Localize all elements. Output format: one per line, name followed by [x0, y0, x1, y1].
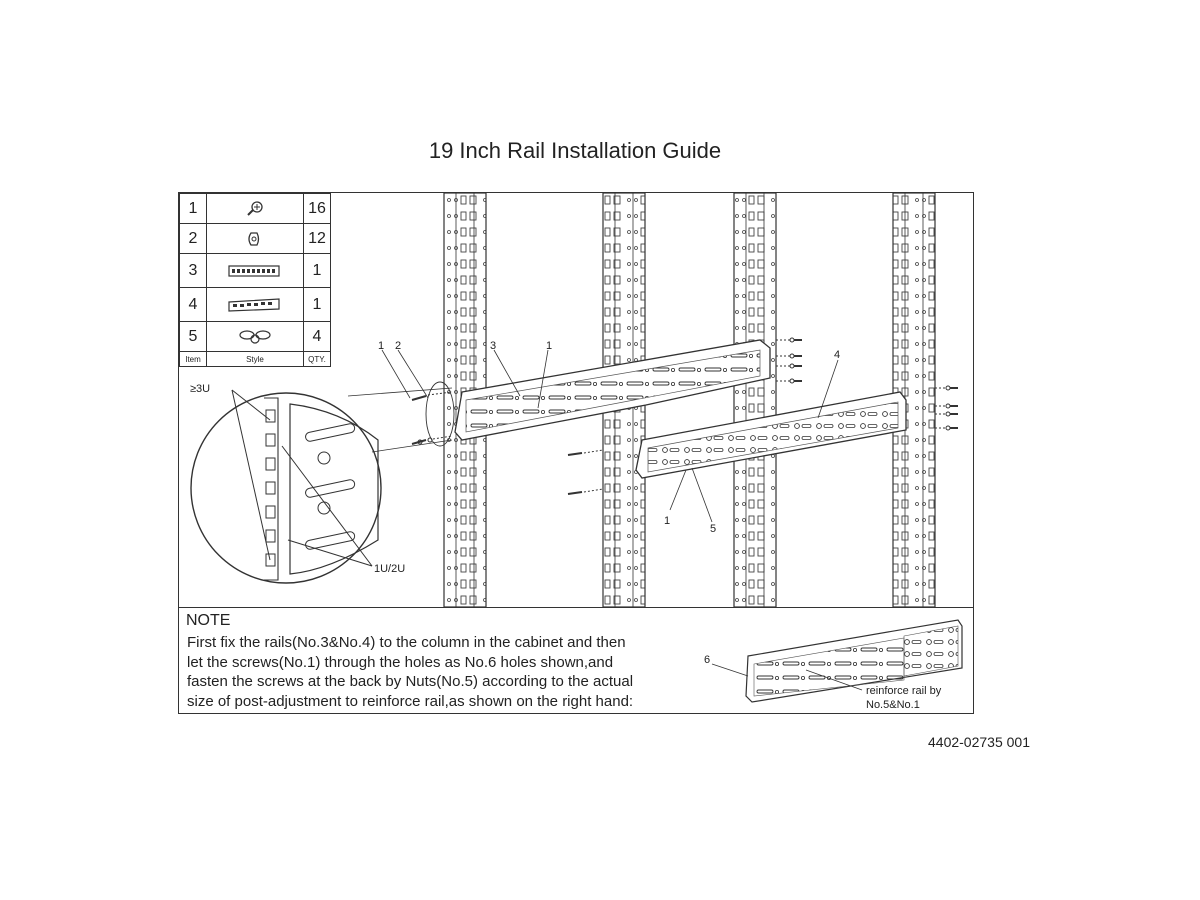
table-header: Item Style QTY.: [179, 351, 331, 367]
page-title: 19 Inch Rail Installation Guide: [428, 138, 722, 163]
callout-wing-nut: 5: [710, 523, 716, 535]
note-body: First fix the rails(No.3&No.4) to the co…: [187, 634, 634, 710]
parts-table: 1 16 2 12 3: [179, 193, 331, 367]
callout-nut: 2: [395, 340, 401, 352]
wing-nut-icon: [239, 329, 271, 344]
table-row: 3 1: [179, 253, 331, 288]
rail-long: [635, 391, 907, 479]
rail-bracket-short-icon: [228, 264, 280, 277]
screw-set-right-lower: [935, 385, 958, 431]
label-reinforce-line1: reinforce rail by: [866, 685, 942, 697]
callout-rail-long: 4: [834, 349, 840, 361]
item-number: 3: [179, 253, 207, 288]
cage-nut-icon: [248, 231, 260, 246]
header-item: Item: [179, 351, 207, 367]
item-qty: 16: [303, 193, 331, 224]
detail-magnifier: [190, 381, 455, 584]
item-qty: 4: [303, 321, 331, 352]
label-space-1u2u: 1U/2U: [374, 563, 405, 575]
table-row: 4 1: [179, 287, 331, 322]
screw-set-left: [411, 391, 604, 495]
item-qty: 1: [303, 287, 331, 322]
item-number: 5: [179, 321, 207, 352]
rail-short: [454, 339, 771, 441]
callout-rail-short: 3: [490, 340, 496, 352]
document-number: 4402-02735 001: [928, 734, 1030, 750]
diagram-frame: [178, 192, 974, 714]
cabinet-post-3: [733, 192, 777, 608]
note-box: [178, 607, 974, 714]
note-heading: NOTE: [186, 612, 231, 629]
rail-bracket-long-icon: [228, 297, 280, 312]
table-row: 5 4: [179, 321, 331, 352]
callout-screw-upper: 1: [546, 340, 552, 352]
callout-hole-ref: 6: [704, 654, 710, 666]
callout-screw: 1: [378, 340, 384, 352]
screw-set-right-upper: [776, 337, 802, 384]
label-space-3u: ≥3U: [190, 383, 210, 395]
reinforce-rail-inset: [711, 619, 963, 703]
label-reinforce-line2: No.5&No.1: [866, 699, 920, 711]
item-qty: 1: [303, 253, 331, 288]
screw-icon: [247, 200, 263, 216]
callout-screw-lower: 1: [664, 515, 670, 527]
item-qty: 12: [303, 223, 331, 254]
header-qty: QTY.: [303, 351, 331, 367]
header-style: Style: [206, 351, 304, 367]
